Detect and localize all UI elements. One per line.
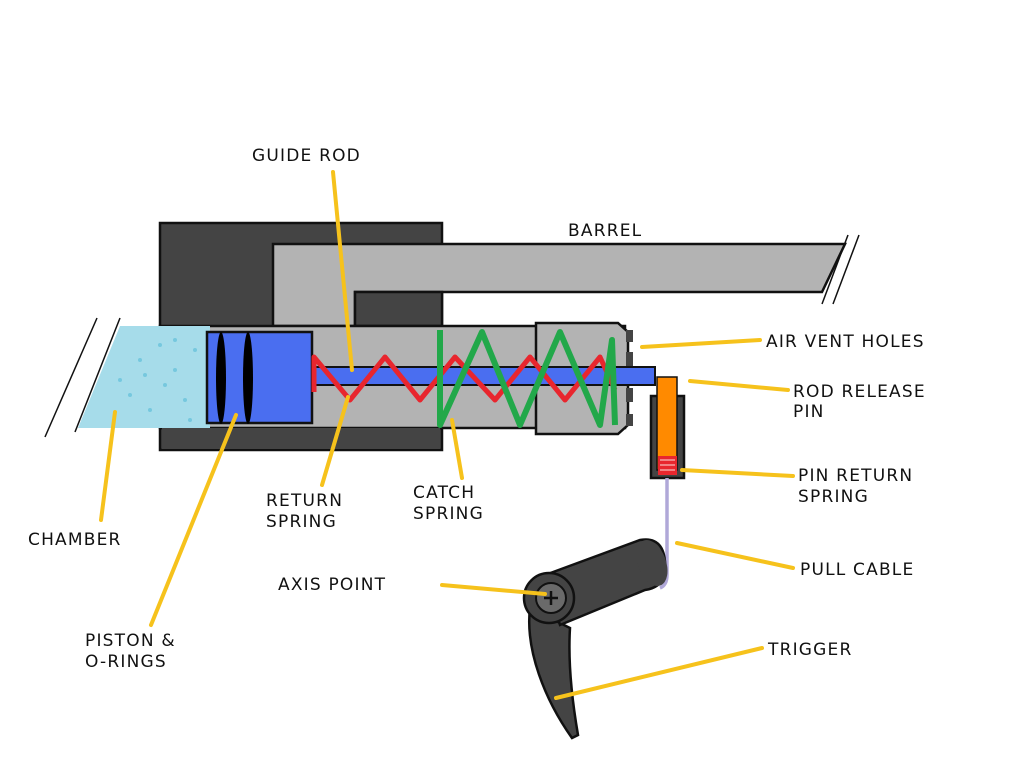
plus-icon (544, 591, 558, 605)
inner-housing-block (353, 290, 444, 328)
label-guide-rod: GUIDE ROD (252, 146, 361, 166)
label-piston: PISTON & (85, 631, 176, 651)
label-trigger: TRIGGER (767, 640, 853, 660)
label-o-rings: O-RINGS (85, 652, 167, 672)
label-pin-return-spring: PIN RETURN (798, 466, 913, 486)
label-return-spring: RETURN (266, 491, 343, 511)
axis-point (522, 571, 576, 625)
catch-spring (437, 329, 618, 428)
label-catch-spring-2: SPRING (413, 504, 484, 524)
o-ring (216, 332, 226, 424)
o-ring (243, 332, 253, 424)
break-line (74, 317, 121, 433)
label-pin-return-spring-2: SPRING (798, 487, 869, 507)
chamber-air (78, 326, 210, 428)
label-axis-point: AXIS POINT (278, 575, 386, 595)
label-chamber: CHAMBER (28, 530, 122, 550)
label-barrel: BARREL (568, 221, 642, 241)
trigger (528, 538, 668, 740)
label-rod-release-pin: ROD RELEASE (793, 382, 926, 402)
label-return-spring-2: SPRING (266, 512, 337, 532)
label-catch-spring: CATCH (413, 483, 475, 503)
break-line (44, 317, 98, 438)
return-spring (311, 354, 618, 403)
break-line (832, 234, 860, 305)
chamber-air-texture (118, 338, 197, 422)
label-rod-release-pin-2: PIN (793, 402, 825, 422)
break-line (821, 234, 849, 305)
leader-lines (99, 170, 795, 700)
label-pull-cable: PULL CABLE (800, 560, 914, 580)
label-air-vent-holes: AIR VENT HOLES (766, 332, 925, 352)
pin-return-spring (658, 456, 677, 475)
